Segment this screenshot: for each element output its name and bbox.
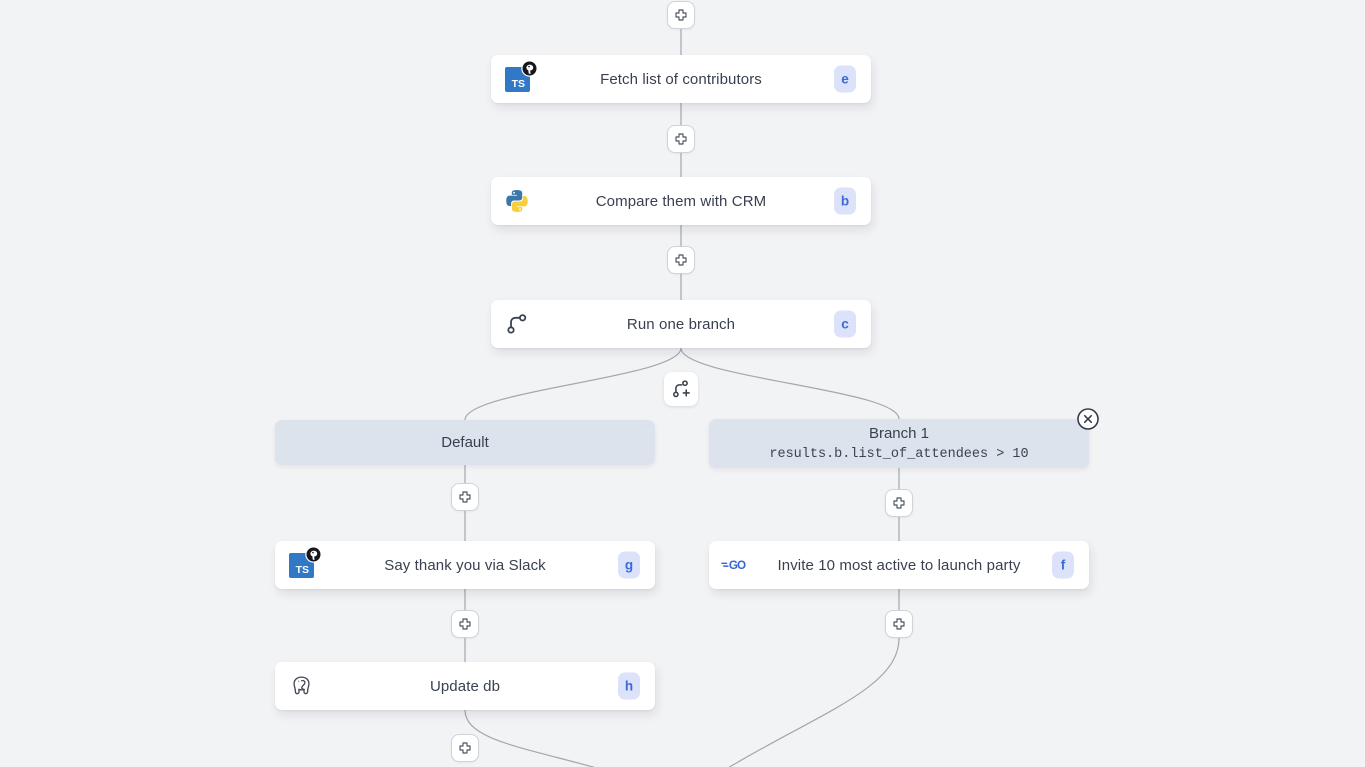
typescript-deno-icon: TS [287, 545, 322, 579]
node-id-badge: h [618, 672, 640, 700]
add-step-button-after-e[interactable] [667, 125, 695, 153]
add-step-button-default-top[interactable] [451, 483, 479, 511]
plus-icon [893, 497, 905, 509]
plus-icon [459, 618, 471, 630]
add-step-button-top[interactable] [667, 1, 695, 29]
add-step-button-after-g[interactable] [451, 610, 479, 638]
flow-node-compare-with-crm[interactable]: Compare them with CRM b [491, 177, 871, 225]
close-icon [1077, 408, 1099, 430]
git-branch-plus-icon [672, 379, 690, 397]
connector-fanout-right [680, 347, 900, 420]
node-label: Fetch list of contributors [600, 70, 762, 88]
svg-text:GO: GO [729, 559, 746, 572]
plus-icon [893, 618, 905, 630]
node-label: Say thank you via Slack [384, 556, 546, 574]
add-step-button-branch1-top[interactable] [885, 489, 913, 517]
postgresql-icon [287, 672, 315, 700]
branch1-condition: results.b.list_of_attendees > 10 [769, 446, 1029, 462]
deno-logo-badge [304, 545, 322, 563]
add-step-button-after-b[interactable] [667, 246, 695, 274]
connector-fanout-left [464, 347, 682, 421]
node-label: Invite 10 most active to launch party [777, 556, 1021, 574]
flow-node-update-db[interactable]: Update db h [275, 662, 655, 710]
add-step-button-after-h[interactable] [451, 734, 479, 762]
flow-node-invite-to-launch-party[interactable]: GO Invite 10 most active to launch party… [709, 541, 1089, 589]
branch-header-branch1[interactable]: Branch 1 results.b.list_of_attendees > 1… [709, 419, 1089, 468]
add-step-button-after-f[interactable] [885, 610, 913, 638]
svg-text:TS: TS [511, 78, 524, 90]
plus-icon [675, 133, 687, 145]
node-id-badge: g [618, 551, 640, 579]
add-branch-button[interactable] [664, 372, 698, 406]
branch1-title: Branch 1 [868, 424, 930, 442]
branch-default-label: Default [441, 434, 489, 451]
flow-node-say-thank-you-via-slack[interactable]: TS Say thank you via Slack g [275, 541, 655, 589]
flow-node-run-one-branch[interactable]: Run one branch c [491, 300, 871, 348]
plus-icon [675, 254, 687, 266]
svg-text:TS: TS [295, 564, 308, 576]
connector-merge-left [464, 709, 596, 767]
node-label: Update db [429, 677, 501, 695]
node-id-badge: c [834, 310, 856, 338]
python-icon [503, 187, 531, 215]
branch-header-default[interactable]: Default [275, 420, 655, 465]
remove-branch-button[interactable] [1076, 407, 1100, 431]
node-id-badge: e [834, 65, 856, 93]
node-id-badge: f [1052, 551, 1074, 579]
node-label: Run one branch [626, 315, 736, 333]
plus-icon [675, 9, 687, 21]
node-id-badge: b [834, 187, 856, 215]
connector-merge-right [728, 637, 900, 767]
plus-icon [459, 742, 471, 754]
node-label: Compare them with CRM [595, 192, 767, 210]
go-icon: GO [721, 551, 749, 579]
deno-logo-badge [520, 59, 538, 77]
plus-icon [459, 491, 471, 503]
typescript-deno-icon: TS [503, 59, 538, 93]
git-branch-icon [503, 310, 531, 338]
flow-node-fetch-list-of-contributors[interactable]: TS Fetch list of contributors e [491, 55, 871, 103]
